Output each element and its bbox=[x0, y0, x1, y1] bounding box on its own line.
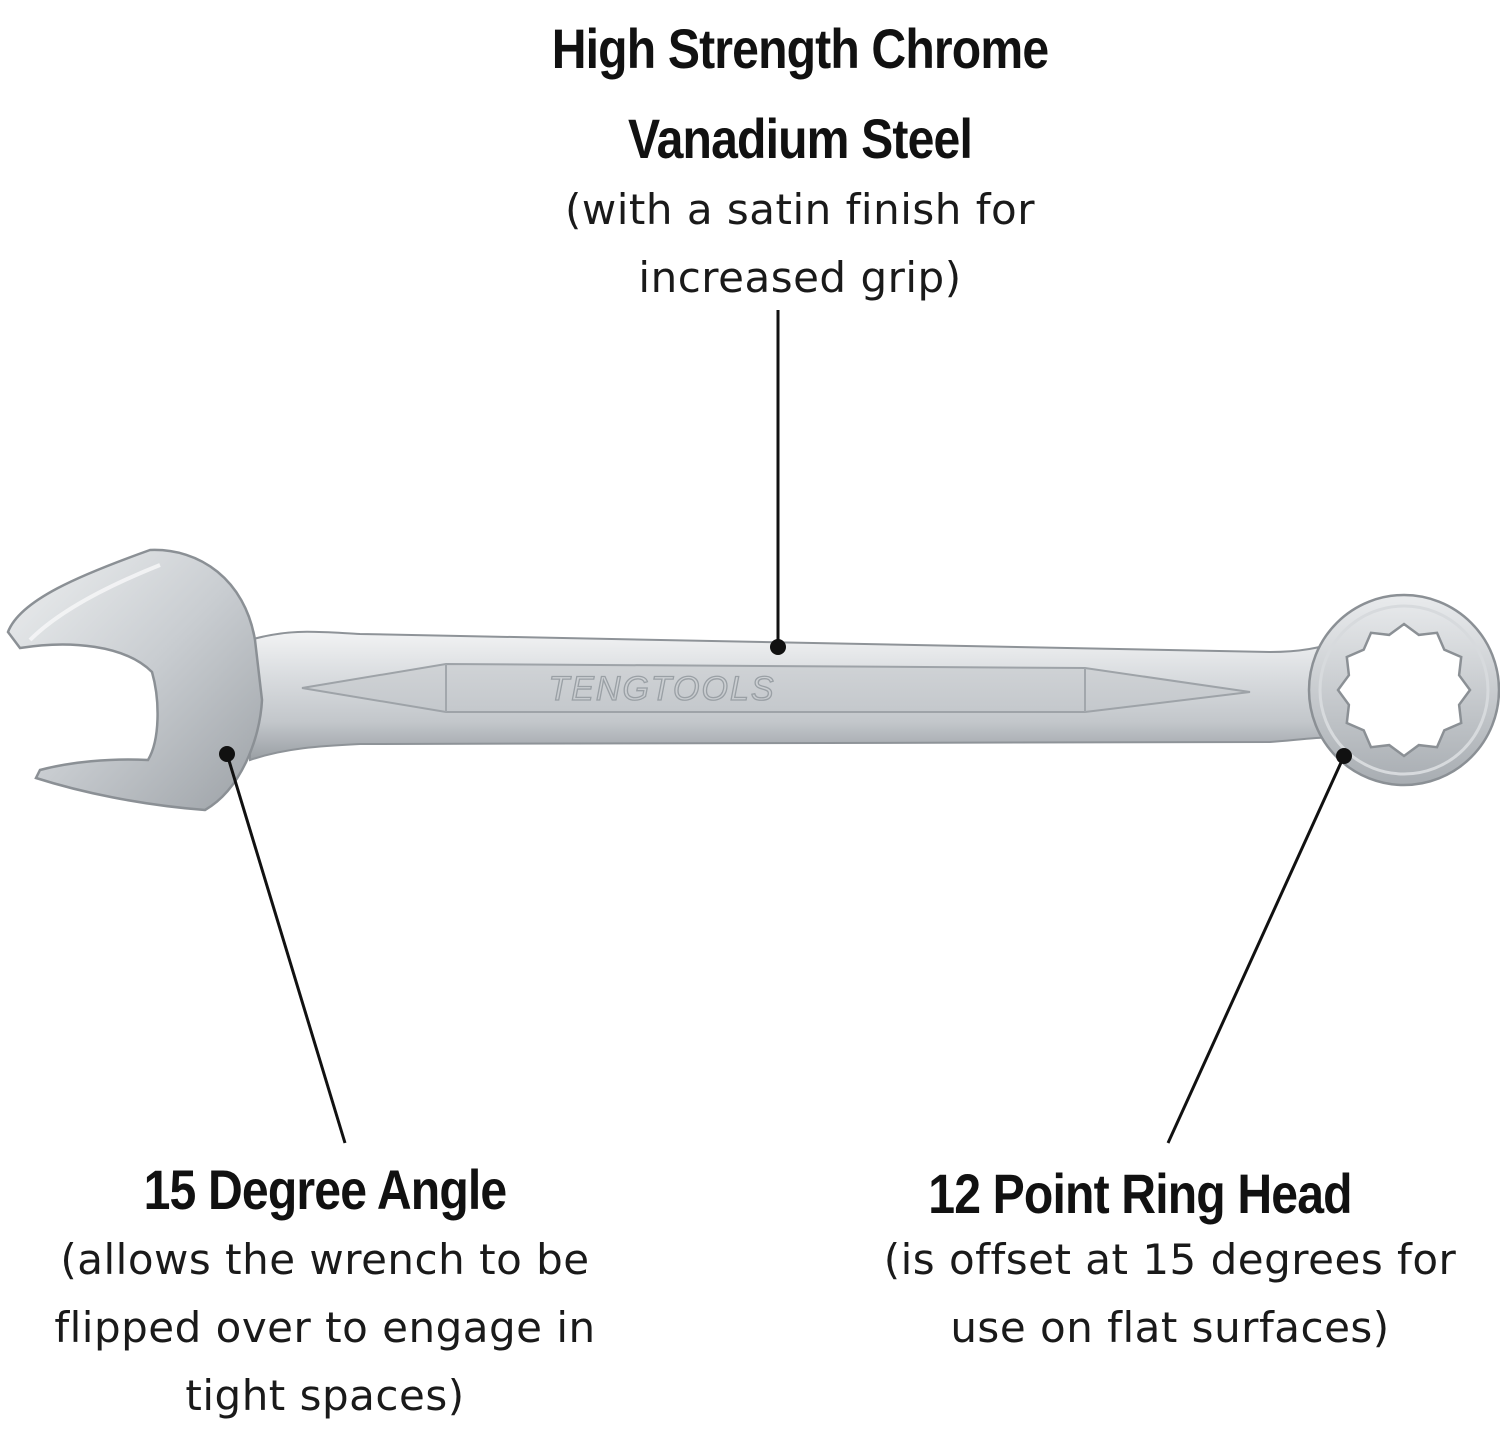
ring-leader-line bbox=[1166, 755, 1346, 1144]
angle-subtitle-line-2: flipped over to engage in bbox=[54, 1303, 596, 1352]
ring-callout-subtitle: (is offset at 15 degrees for use on flat… bbox=[850, 1226, 1490, 1362]
steel-title-line-1: High Strength Chrome bbox=[551, 17, 1049, 80]
steel-title-line-2: Vanadium Steel bbox=[628, 107, 973, 170]
wrench-open-end bbox=[6, 548, 264, 812]
brand-mark: TENGTOOLS bbox=[548, 670, 775, 708]
wrench-shaft: TENGTOOLS bbox=[249, 630, 1352, 762]
steel-callout-subtitle: (with a satin finish for increased grip) bbox=[450, 176, 1150, 312]
steel-callout-title: High Strength Chrome Vanadium Steel bbox=[456, 4, 1144, 184]
angle-callout-subtitle: (allows the wrench to be flipped over to… bbox=[10, 1226, 640, 1430]
ring-subtitle-line-2: use on flat surfaces) bbox=[950, 1303, 1390, 1352]
steel-subtitle-line-1: (with a satin finish for bbox=[564, 185, 1035, 234]
ring-leader-dot bbox=[1336, 748, 1352, 764]
leader-lines bbox=[219, 310, 1352, 1144]
wrench-ring-end bbox=[1307, 593, 1500, 787]
ring-subtitle-line-1: (is offset at 15 degrees for bbox=[883, 1235, 1457, 1284]
twelve-point-socket bbox=[1336, 622, 1472, 758]
angle-subtitle-line-3: tight spaces) bbox=[185, 1371, 465, 1420]
angle-leader-dot bbox=[219, 746, 235, 762]
steel-leader-dot bbox=[770, 639, 786, 655]
ring-callout-title: 12 Point Ring Head bbox=[928, 1162, 1352, 1225]
angle-leader-line bbox=[225, 753, 347, 1144]
steel-subtitle-line-2: increased grip) bbox=[638, 253, 962, 302]
angle-callout-title: 15 Degree Angle bbox=[143, 1158, 508, 1221]
angle-subtitle-line-1: (allows the wrench to be bbox=[60, 1235, 590, 1284]
